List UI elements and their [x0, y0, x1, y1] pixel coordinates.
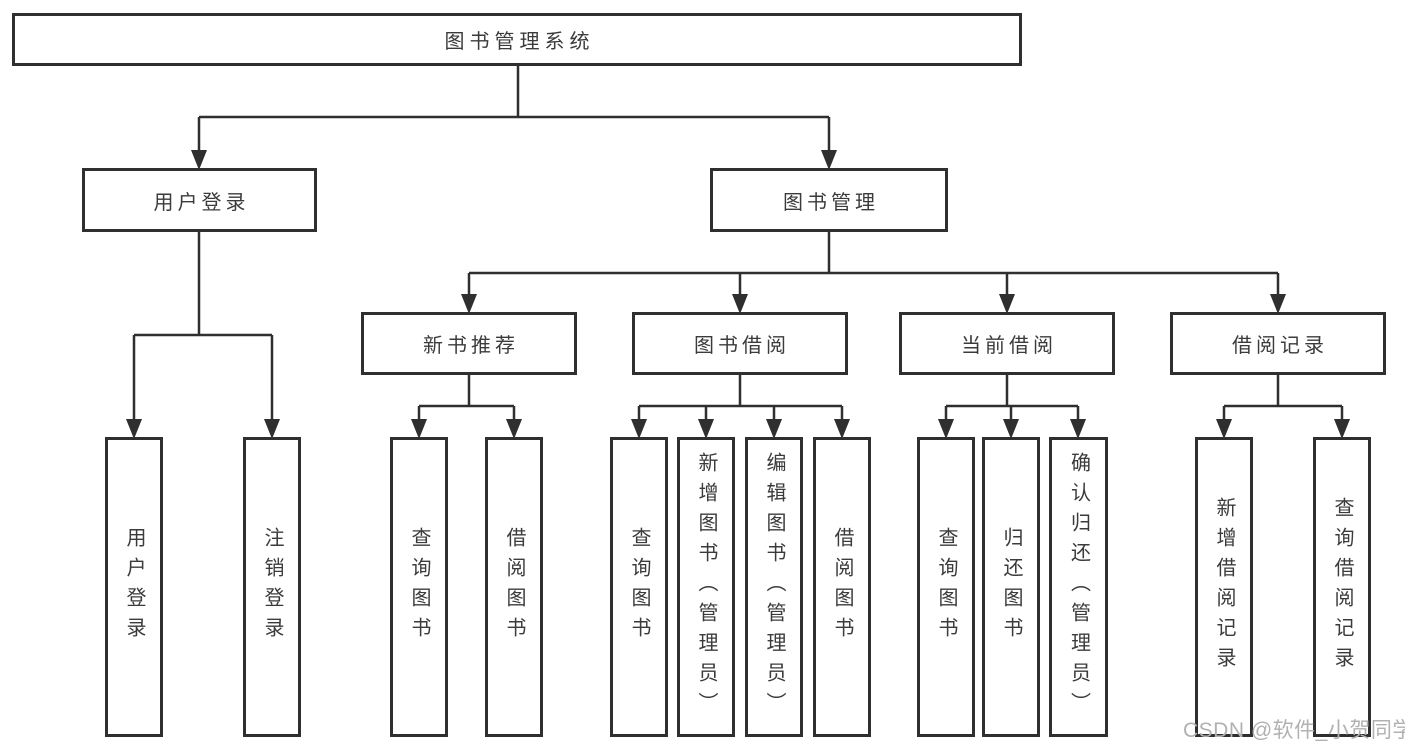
arrow-shafts	[132, 117, 1344, 421]
leaf-confirm-return-admin: 确认归还（管理员）	[1049, 437, 1108, 737]
leaf-label: 查询图书	[628, 527, 650, 647]
leaf-label: 归还图书	[1000, 527, 1022, 647]
node-label: 当前借阅	[961, 335, 1057, 357]
node-current-borrowing: 当前借阅	[899, 312, 1115, 375]
node-book-management: 图书管理	[710, 168, 948, 232]
leaf-query-books-current: 查询图书	[917, 437, 975, 737]
leaf-label: 新增借阅记录	[1213, 497, 1235, 677]
leaf-borrow-books-borrowing: 借阅图书	[813, 437, 871, 737]
node-label: 用户登录	[153, 191, 250, 214]
node-label: 图书管理系统	[444, 31, 595, 53]
leaf-return-books: 归还图书	[982, 437, 1040, 737]
node-library-management-system: 图书管理系统	[12, 13, 1022, 66]
leaf-query-books-borrowing: 查询图书	[610, 437, 668, 737]
node-label: 新书推荐	[423, 335, 519, 357]
leaf-label: 编辑图书（管理员）	[763, 452, 785, 722]
leaf-edit-books-admin: 编辑图书（管理员）	[745, 437, 803, 737]
leaf-add-borrowing-record: 新增借阅记录	[1195, 437, 1253, 737]
csdn-watermark: CSDN @软件_小贺同学	[1183, 719, 1405, 742]
leaf-query-books-recommend: 查询图书	[390, 437, 448, 737]
leaf-borrow-books-recommend: 借阅图书	[485, 437, 543, 737]
leaf-add-books-admin: 新增图书（管理员）	[677, 437, 735, 737]
leaf-query-borrowing-record: 查询借阅记录	[1313, 437, 1371, 737]
leaf-label: 注销登录	[261, 527, 283, 647]
node-user-login: 用户登录	[82, 168, 317, 232]
leaf-label: 确认归还（管理员）	[1067, 452, 1090, 722]
leaf-label: 借阅图书	[831, 527, 853, 647]
node-label: 图书管理	[783, 191, 879, 214]
arrowheads	[126, 150, 1350, 439]
leaf-user-login: 用户登录	[105, 437, 163, 737]
leaf-label: 查询借阅记录	[1331, 497, 1353, 677]
node-label: 图书借阅	[694, 335, 790, 357]
node-book-borrowing: 图书借阅	[632, 312, 848, 375]
leaf-logout: 注销登录	[243, 437, 301, 737]
leaf-label: 用户登录	[123, 527, 145, 647]
node-new-book-recommendation: 新书推荐	[361, 312, 577, 375]
leaf-label: 查询图书	[408, 527, 430, 647]
leaf-label: 新增图书（管理员）	[695, 452, 717, 722]
leaf-label: 查询图书	[935, 527, 957, 647]
node-label: 借阅记录	[1232, 335, 1328, 357]
node-borrowing-records: 借阅记录	[1170, 312, 1386, 375]
leaf-label: 借阅图书	[503, 527, 525, 647]
tree-edges	[134, 66, 1342, 408]
